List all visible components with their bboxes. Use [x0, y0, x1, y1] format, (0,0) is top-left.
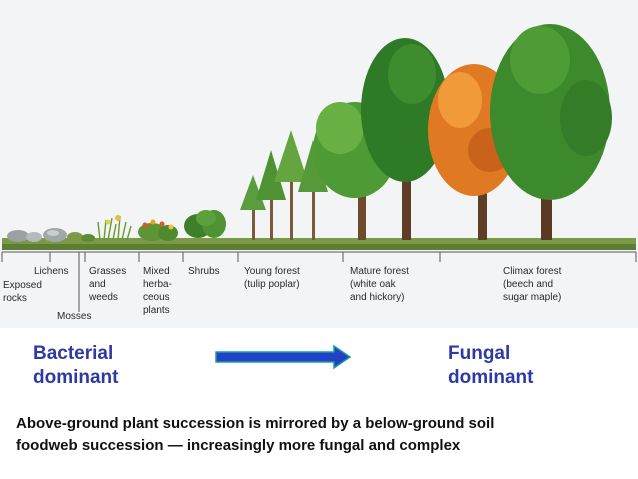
stage-label-mosses: Mosses	[57, 311, 92, 322]
stage-label-exposed-rocks: Exposed rocks	[3, 280, 42, 304]
stage-label-mature-forest: Mature forest (white oak and hickory)	[350, 266, 409, 303]
shrubs-illustration	[184, 210, 226, 238]
stage-label-grasses: Grasses and weeds	[89, 266, 127, 303]
herbaceous-plants-illustration	[138, 219, 178, 241]
fungal-dominant-label: Fungal dominant	[448, 343, 534, 388]
succession-illustration	[1, 24, 637, 312]
bacterial-dominant-label: Bacterial dominant	[33, 343, 119, 388]
ground-strip	[2, 238, 636, 248]
stage-timeline	[1, 251, 637, 312]
caption: Above-ground plant succession is mirrore…	[16, 413, 626, 457]
stage-label-herbaceous: Mixed herba- ceous plants	[143, 266, 172, 316]
mature-forest-illustration	[313, 38, 449, 240]
mosses-illustration	[67, 232, 95, 242]
stage-label-lichens: Lichens	[34, 266, 69, 277]
caption-line-2: foodweb succession — increasingly more f…	[16, 437, 461, 454]
stage-label-shrubs: Shrubs	[188, 266, 220, 277]
grasses-illustration	[97, 215, 132, 241]
rocks-illustration	[7, 228, 67, 242]
caption-line-1: Above-ground plant succession is mirrore…	[16, 415, 495, 432]
young-forest-illustration	[240, 130, 328, 240]
ground-shadow	[2, 244, 636, 250]
stage-label-young-forest: Young forest (tulip poplar)	[244, 266, 300, 290]
succession-arrow	[215, 344, 352, 370]
stage-label-climax-forest: Climax forest (beech and sugar maple)	[503, 266, 562, 303]
climax-forest-illustration	[428, 24, 612, 240]
